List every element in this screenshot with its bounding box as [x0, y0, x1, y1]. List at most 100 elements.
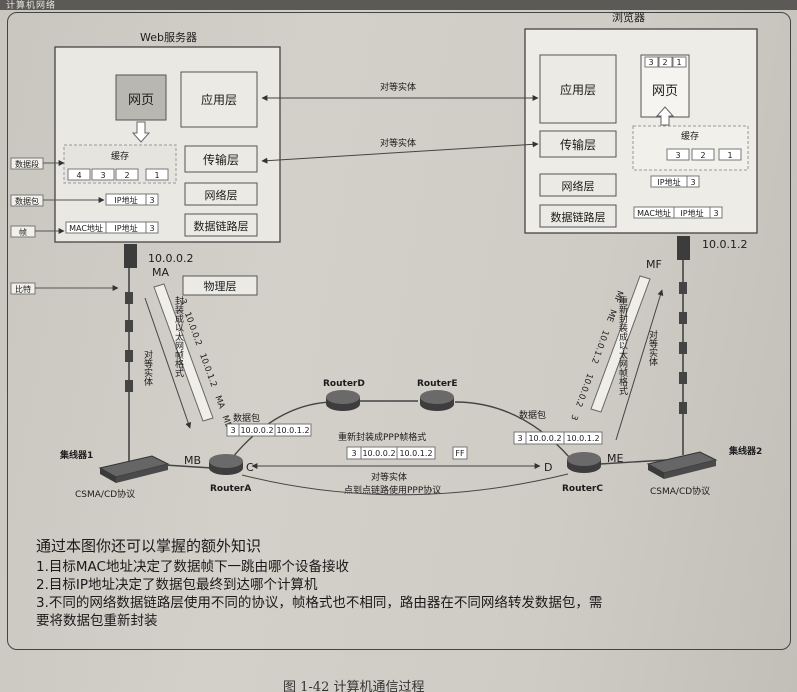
router-d-label: RouterD	[323, 379, 365, 389]
ws-cache-cell	[91, 168, 115, 181]
ws-datalink-layer	[184, 213, 258, 237]
right-packet-cell: 3	[517, 434, 522, 443]
left-frame-cell: MA	[212, 394, 226, 410]
ppp-title: 重新封装成PPP帧格式	[338, 431, 426, 443]
router-c-icon	[567, 452, 601, 473]
ppp-cell: 3	[351, 449, 356, 458]
ws-network-layer	[184, 182, 258, 206]
web-page-box	[115, 74, 167, 121]
right-peer-label: 对等实体	[647, 329, 658, 367]
br-app-layer	[539, 54, 617, 124]
right-frame-cell: ME	[604, 308, 618, 323]
ws-cache-cell	[145, 168, 169, 181]
ws-physical-layer-label: 物理层	[204, 279, 237, 293]
br-port-label: MF	[646, 258, 662, 271]
ws-cache-label: 缓存	[111, 150, 129, 162]
ws-network-layer-label: 网络层	[205, 188, 238, 202]
csma-right-label: CSMA/CD协议	[650, 485, 710, 497]
left-frame-vertical-label: 封装成以太网帧格式	[173, 295, 184, 377]
left-eth-frame-strip	[153, 283, 214, 422]
br-ip-field-2-text: IP地址	[680, 208, 703, 218]
ws-app-layer-label: 应用层	[201, 92, 237, 107]
peer-transport-label: 对等实体	[380, 137, 416, 149]
router-c-label: RouterC	[562, 484, 603, 494]
ws-app-layer	[180, 71, 258, 128]
label-packet-text: 数据包	[15, 196, 39, 206]
br-cache-box	[632, 125, 749, 171]
ws-ip-field-text: IP地址	[114, 195, 137, 205]
label-bits-text: 比特	[15, 284, 31, 294]
ws-mac-field-text: MAC地址	[69, 223, 103, 233]
br-mac-field-text: MAC地址	[637, 208, 671, 218]
ws-ip-num-text: 3	[149, 196, 154, 205]
br-network-layer	[539, 173, 617, 197]
ptp-peer-label: 对等实体	[371, 471, 407, 483]
ws-cache-cell-text: 1	[154, 171, 159, 180]
right-frame-cell: MF	[611, 289, 625, 304]
br-web-page-label: 网页	[652, 84, 678, 99]
hub-left-label: 集线器1	[59, 449, 93, 461]
br-cache-cell-text: 1	[727, 151, 732, 160]
left-packet-cell: 10.0.0.2	[240, 426, 273, 435]
router-a-icon	[209, 454, 243, 475]
note-item: 2.目标IP地址决定了数据包最终到达哪个计算机	[36, 577, 318, 593]
note-item: 1.目标MAC地址决定了数据帧下一跳由哪个设备接收	[36, 559, 349, 575]
br-ip-num-text: 3	[690, 178, 695, 187]
ws-transport-layer-label: 传输层	[203, 152, 239, 167]
ws-cache-cell-text: 4	[76, 171, 81, 180]
ptp-desc-label: 点到点链路使用PPP协议	[344, 484, 441, 496]
br-ip-field-text: IP地址	[657, 177, 680, 187]
ppp-cell: 10.0.0.2	[362, 449, 395, 458]
ws-ip-num	[145, 193, 159, 206]
left-frame-cell: 3	[177, 298, 188, 307]
br-cache-cell-text: 3	[675, 151, 680, 160]
br-cache-cell-text: 2	[700, 151, 705, 160]
br-nic-connector-icon	[677, 236, 690, 260]
right-packet-cell: 10.0.1.2	[566, 434, 599, 443]
port-d: D	[544, 461, 552, 474]
header-fragment: 计算机网络	[6, 1, 57, 11]
left-packet-cell: 10.0.1.2	[276, 426, 309, 435]
ws-datalink-layer-label: 数据链路层	[194, 219, 249, 233]
ws-transport-layer	[184, 145, 258, 173]
right-packet-title: 数据包	[519, 409, 546, 421]
br-page-cell-text: 2	[662, 58, 667, 67]
diagram-frame	[7, 12, 791, 650]
csma-left-label: CSMA/CD协议	[75, 488, 135, 500]
right-frame-vertical-label: 重新封装成以太网帧格式	[617, 295, 628, 395]
note-item: 3.不同的网络数据链路层使用不同的协议，帧格式也不相同，路由器在不同网络转发数据…	[36, 595, 603, 611]
ws-ip-address: 10.0.0.2	[148, 252, 193, 265]
notes-block: 通过本图你还可以掌握的额外知识 1.目标MAC地址决定了数据帧下一跳由哪个设备接…	[36, 535, 776, 630]
ppp-cell: FF	[455, 449, 465, 458]
br-datalink-layer	[539, 204, 617, 228]
br-network-layer-label: 网络层	[562, 179, 595, 193]
right-frame-cell: 10.0.1.2	[589, 328, 610, 364]
br-app-layer-label: 应用层	[560, 82, 596, 97]
br-transport-layer	[539, 130, 617, 158]
notes-heading: 通过本图你还可以掌握的额外知识	[36, 537, 262, 555]
router-d-icon	[326, 390, 360, 411]
ws-port-label: MA	[152, 266, 169, 279]
right-packet-cell: 10.0.0.2	[528, 434, 561, 443]
left-packet-cell: 3	[230, 426, 235, 435]
br-datalink-layer-label: 数据链路层	[551, 210, 606, 224]
br-cache-label: 缓存	[681, 130, 699, 142]
port-me: ME	[607, 452, 623, 465]
browser-title: 浏览器	[612, 10, 645, 24]
ws-nic-connector-icon	[124, 244, 137, 268]
router-e-icon	[420, 390, 454, 411]
ws-mac-num-text: 3	[149, 224, 154, 233]
ws-cache-cell	[67, 168, 91, 181]
peer-app-label: 对等实体	[380, 81, 416, 93]
ppp-cell: 10.0.1.2	[399, 449, 432, 458]
br-page-cell-text: 3	[648, 58, 653, 67]
note-item: 要将数据包重新封装	[36, 613, 158, 629]
router-e-label: RouterE	[417, 379, 458, 389]
right-frame-cell: 10.0.0.2	[573, 372, 594, 408]
web-server-title: Web服务器	[140, 31, 197, 44]
router-a-label: RouterA	[210, 484, 251, 494]
left-peer-label: 对等实体	[142, 349, 153, 387]
right-eth-frame-strip	[590, 275, 651, 413]
